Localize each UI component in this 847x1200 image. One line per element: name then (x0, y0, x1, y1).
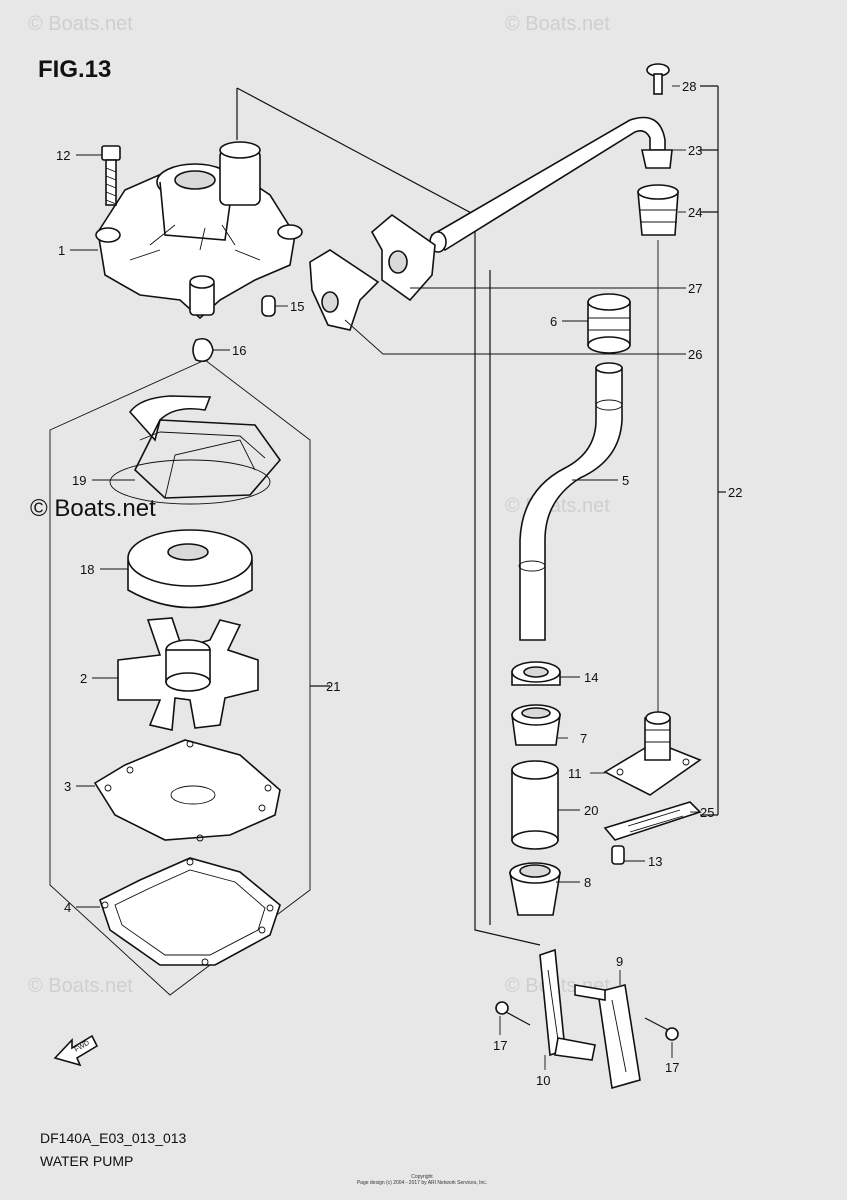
callout-24: 24 (688, 205, 702, 220)
callout-20: 20 (584, 803, 598, 818)
watermark-main: © Boats.net (30, 495, 156, 522)
seal-plate-11 (603, 711, 702, 796)
callout-26: 26 (688, 347, 702, 362)
callout-18: 18 (80, 562, 94, 577)
callout-7: 7 (580, 731, 587, 746)
callout-6: 6 (550, 314, 557, 329)
copyright-line-2: Page design (c) 2004 - 2017 by ARI Netwo… (357, 1180, 487, 1186)
grommet-6 (587, 293, 631, 354)
bolt-12 (101, 145, 121, 206)
callout-12: 12 (56, 148, 70, 163)
callout-14: 14 (584, 670, 598, 685)
callout-1: 1 (58, 243, 65, 258)
water-hose (518, 362, 623, 641)
pump-gasket (99, 857, 281, 966)
model-code: DF140A_E03_013_013 (40, 1130, 187, 1146)
mount-bracket-10 (539, 948, 596, 1061)
callout-27: 27 (688, 281, 702, 296)
watermark-top-left: © Boats.net (28, 13, 133, 35)
pump-case (95, 141, 303, 320)
callout-2: 2 (80, 671, 87, 686)
figure-number: FIG.13 (38, 56, 111, 83)
callout-10: 10 (536, 1073, 550, 1088)
screw-17-right (644, 1017, 679, 1041)
mount-plate-9 (574, 984, 641, 1090)
screw-17-left (495, 1001, 531, 1026)
callout-13: 13 (648, 854, 662, 869)
callout-9: 9 (616, 954, 623, 969)
callout-11: 11 (568, 766, 582, 781)
pipe-clip (370, 213, 436, 302)
callout-28: 28 (682, 79, 696, 94)
callout-22: 22 (728, 485, 742, 500)
callout-17-right: 17 (665, 1060, 679, 1075)
watermark-bottom-left: © Boats.net (28, 975, 133, 997)
wear-plate (93, 739, 281, 842)
callout-23: 23 (688, 143, 702, 158)
callout-25: 25 (700, 805, 714, 820)
water-pipe (429, 116, 673, 253)
impeller (117, 617, 259, 731)
sleeve-8 (509, 862, 561, 916)
impeller-housing (127, 529, 253, 609)
callout-4: 4 (64, 900, 71, 915)
callout-15: 15 (290, 299, 304, 314)
dowel-pin (261, 295, 276, 317)
callout-5: 5 (622, 473, 629, 488)
key-16 (192, 337, 214, 363)
diagram-title: WATER PUMP (40, 1153, 133, 1169)
pump-liner (109, 395, 282, 505)
screw-28 (646, 63, 670, 95)
washer-14 (511, 661, 561, 686)
callout-3: 3 (64, 779, 71, 794)
bracket-26 (309, 249, 380, 331)
watermark-top-right: © Boats.net (505, 13, 610, 35)
screen-25 (603, 801, 702, 841)
leader-lines (70, 85, 700, 1070)
callout-21: 21 (326, 679, 340, 694)
callout-17-left: 17 (493, 1038, 507, 1053)
callout-8: 8 (584, 875, 591, 890)
tube-20 (511, 760, 559, 850)
callout-16: 16 (232, 343, 246, 358)
fwd-arrow-icon: FWD (53, 1034, 99, 1067)
collar-7 (511, 704, 561, 746)
copyright-line-1: Copyright (411, 1174, 433, 1180)
screw-13 (611, 845, 625, 865)
grommet-24 (637, 184, 679, 236)
callout-19: 19 (72, 473, 86, 488)
